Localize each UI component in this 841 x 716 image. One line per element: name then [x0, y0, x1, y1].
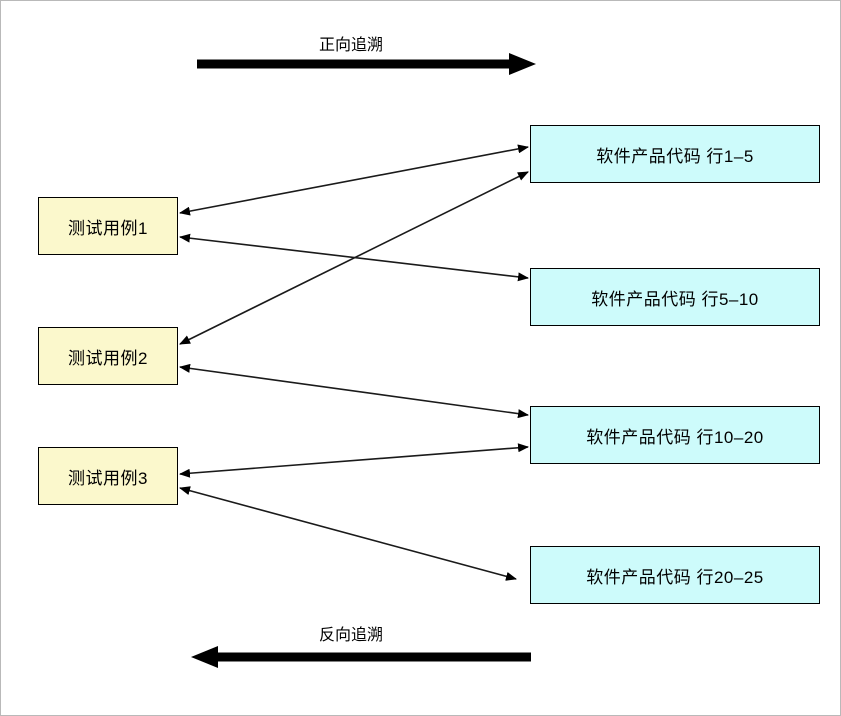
link-tc3-cb4 — [179, 486, 517, 581]
link-tc2-cb1 — [179, 171, 529, 345]
test-case-node-1[interactable]: 测试用例1 — [38, 197, 178, 255]
arrow-right-icon — [197, 53, 536, 75]
test-case-label-3: 测试用例3 — [68, 468, 148, 488]
link-tc1-cb2 — [179, 233, 529, 282]
link-tc3-cb3 — [179, 443, 529, 478]
code-block-label-4: 软件产品代码 行20–25 — [586, 567, 764, 587]
code-block-node-2[interactable]: 软件产品代码 行5–10 — [530, 268, 820, 326]
link-tc2-cb3 — [179, 363, 529, 419]
forward-trace-label: 正向追溯 — [318, 37, 383, 54]
code-block-label-3: 软件产品代码 行10–20 — [586, 427, 764, 447]
link-tc1-cb1 — [179, 144, 529, 216]
code-block-node-1[interactable]: 软件产品代码 行1–5 — [530, 125, 820, 183]
code-block-label-2: 软件产品代码 行5–10 — [591, 289, 759, 309]
code-block-label-1: 软件产品代码 行1–5 — [596, 146, 754, 166]
test-case-label-2: 测试用例2 — [68, 348, 148, 368]
code-block-node-3[interactable]: 软件产品代码 行10–20 — [530, 406, 820, 464]
test-case-node-2[interactable]: 测试用例2 — [38, 327, 178, 385]
backward-trace-label: 反向追溯 — [318, 627, 383, 644]
code-block-node-4[interactable]: 软件产品代码 行20–25 — [530, 546, 820, 604]
test-case-node-3[interactable]: 测试用例3 — [38, 447, 178, 505]
arrow-left-icon — [191, 646, 531, 668]
test-case-label-1: 测试用例1 — [68, 218, 148, 238]
